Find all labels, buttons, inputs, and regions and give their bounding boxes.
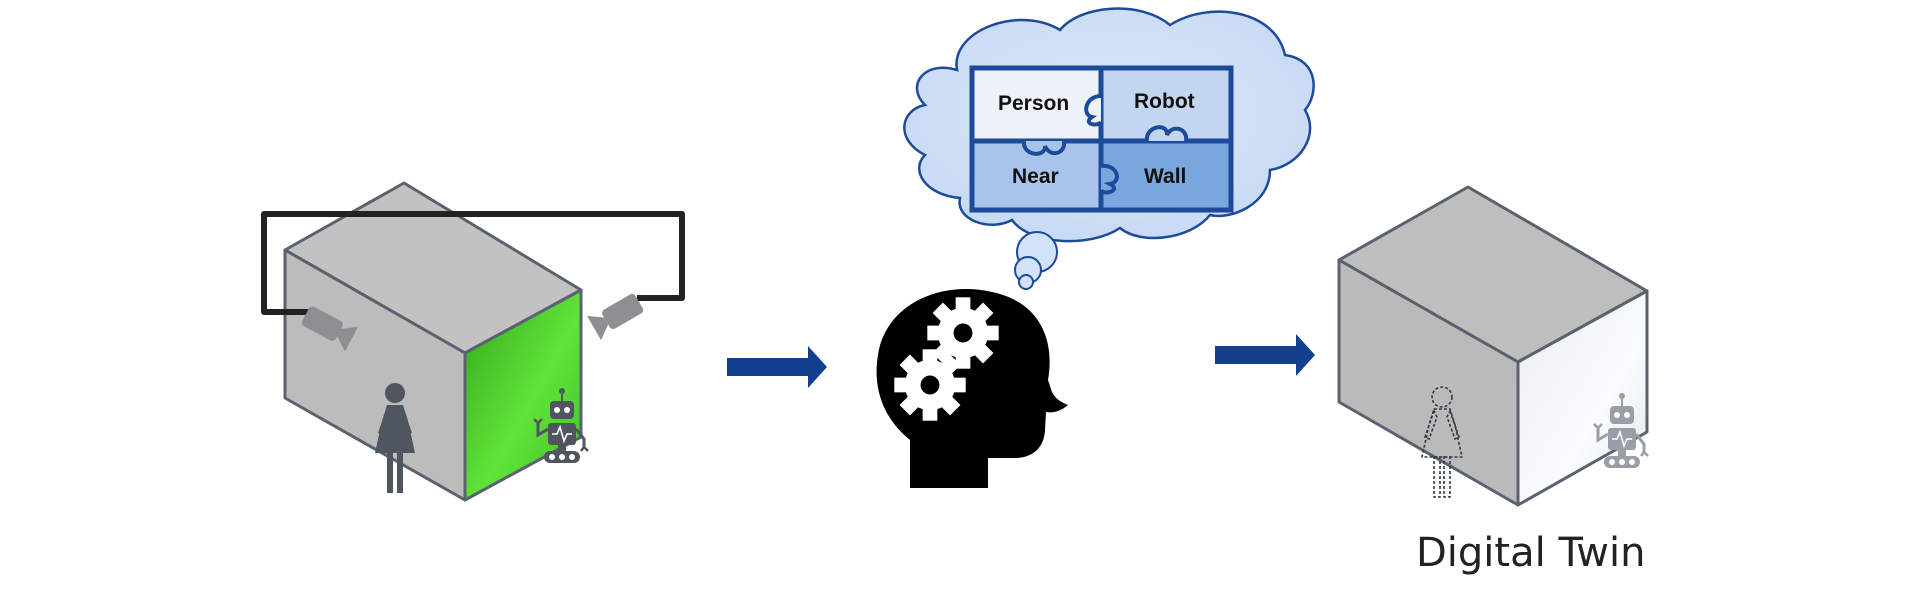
physical-room-cube [261, 181, 685, 502]
puzzle-piece-person [972, 68, 1101, 141]
digital-twin-caption: Digital Twin [1416, 530, 1645, 576]
label-person: Person [998, 92, 1069, 115]
camera-cable [261, 211, 685, 315]
concept-puzzle: Person Robot Near Wall [969, 65, 1234, 213]
digital-twin-cube [1337, 185, 1650, 507]
puzzle-piece-wall [1101, 141, 1231, 210]
label-near: Near [1012, 165, 1059, 188]
label-wall: Wall [1144, 165, 1186, 188]
arrow-right-icon [1215, 334, 1315, 376]
head-with-gears-icon [876, 289, 1068, 488]
label-robot: Robot [1134, 90, 1195, 113]
arrow-right-icon [727, 346, 827, 388]
